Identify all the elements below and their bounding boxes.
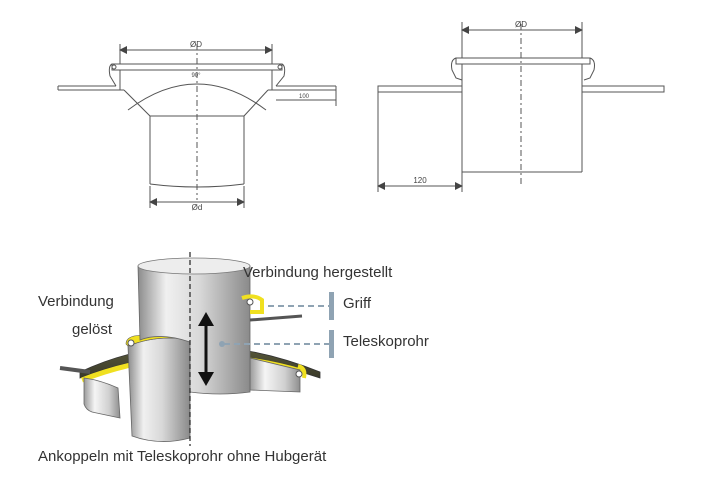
- seal-connected: [241, 294, 264, 314]
- dim-d-label: Ød: [192, 203, 203, 212]
- rim: [455, 57, 591, 65]
- dim-D-label: ØD: [515, 20, 527, 29]
- rim-bead: [277, 64, 283, 70]
- dim-100-label: 100: [299, 94, 310, 100]
- drawing-top-left: [57, 44, 337, 208]
- rim-bead: [111, 64, 117, 70]
- label-released-line1: Verbindung: [38, 293, 114, 310]
- angle-label: 90°: [191, 73, 201, 79]
- label-released-line2: gelöst: [72, 321, 113, 338]
- seal-bead: [127, 339, 135, 347]
- label-handle: Griff: [343, 295, 372, 312]
- callout-bar-handle: [329, 292, 334, 320]
- dim-D-label: ØD: [190, 40, 202, 49]
- rim-left: [108, 63, 117, 87]
- plate-left: [377, 85, 463, 93]
- rim-right: [275, 63, 286, 87]
- handle: [249, 314, 303, 322]
- funnel-line: [123, 89, 151, 117]
- pipe-upper-rim: [137, 257, 251, 275]
- move-arrow-up: [198, 312, 214, 326]
- seal-bead: [246, 298, 254, 306]
- label-connected: Verbindung hergestellt: [243, 264, 393, 281]
- angle-arc: [127, 83, 267, 111]
- callout-bar-tube: [329, 330, 334, 358]
- drawing-top-right: [377, 22, 665, 192]
- pipe-lower: [127, 337, 191, 442]
- plate-right: [581, 85, 665, 93]
- rim-right: [583, 57, 595, 81]
- rim-left: [451, 57, 463, 81]
- caption: Ankoppeln mit Teleskoprohr ohne Hubgerät: [38, 448, 327, 465]
- label-tube: Teleskoprohr: [343, 333, 429, 350]
- plate-tab-left: [59, 366, 91, 374]
- seal-bead: [295, 370, 303, 378]
- seal-right: [297, 364, 307, 379]
- collar-left: [83, 377, 121, 419]
- move-arrow-down: [198, 372, 214, 386]
- illustration-telescopic: [59, 252, 334, 446]
- dim-120-label: 120: [413, 176, 427, 185]
- callout-dot-tube: [219, 341, 225, 347]
